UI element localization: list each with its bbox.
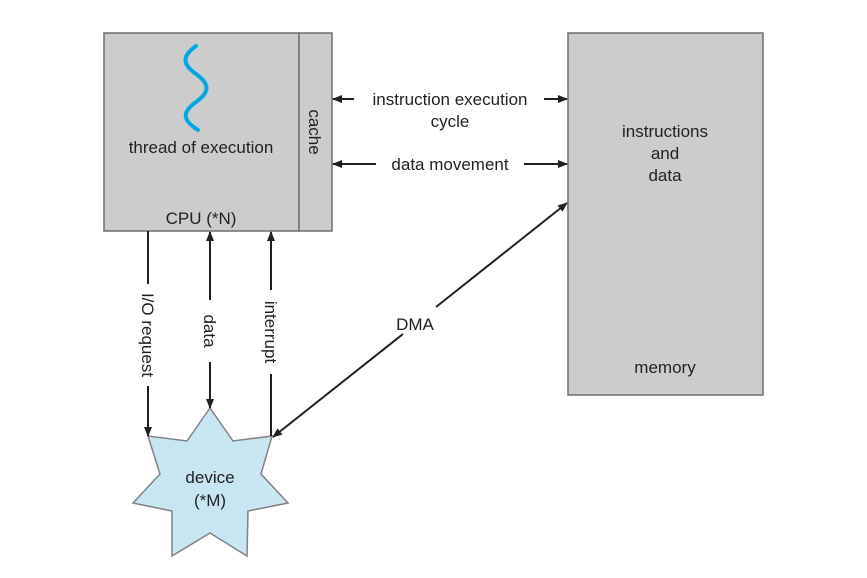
memory-content-line3: data <box>648 166 682 185</box>
cache-label: cache <box>305 109 324 154</box>
memory-label: memory <box>634 358 696 377</box>
thread-wave-icon <box>183 44 209 132</box>
cpu-box <box>103 32 300 232</box>
thread-label: thread of execution <box>129 138 274 157</box>
cache-box <box>298 32 333 232</box>
dma-label: DMA <box>396 315 434 334</box>
io-request-arrow: I/O request <box>138 231 157 437</box>
interrupt-label: interrupt <box>261 301 280 364</box>
memory-box <box>567 32 764 396</box>
device-block: device (*M) <box>131 406 290 558</box>
io-request-label: I/O request <box>138 293 157 377</box>
instruction-cycle-arrow: instruction execution cycle <box>332 90 568 131</box>
device-star <box>131 406 290 558</box>
interrupt-arrow: interrupt <box>261 231 280 436</box>
memory-content-line1: instructions <box>622 122 708 141</box>
memory-content-line2: and <box>651 144 679 163</box>
data-movement-label: data movement <box>391 155 508 174</box>
data-arrow: data <box>200 231 219 409</box>
cpu-block: thread of execution CPU (*N) cache <box>103 32 333 232</box>
instruction-cycle-label-2: cycle <box>431 112 470 131</box>
dma-arrow: DMA <box>272 202 568 438</box>
device-count-label: (*M) <box>194 491 226 510</box>
data-movement-arrow: data movement <box>332 155 568 174</box>
cpu-label: CPU (*N) <box>166 209 237 228</box>
memory-block: instructions and data memory <box>567 32 764 396</box>
instruction-cycle-label: instruction execution <box>373 90 528 109</box>
device-label: device <box>185 468 234 487</box>
data-label: data <box>200 314 219 348</box>
